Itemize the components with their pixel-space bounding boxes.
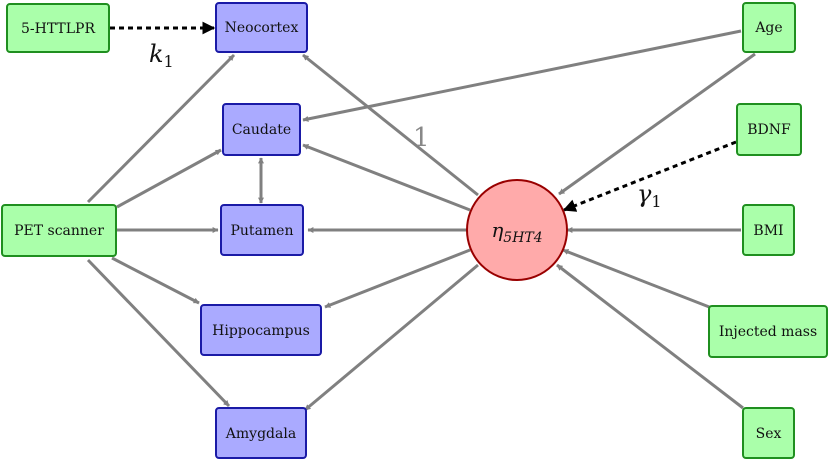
node-bdnf-label: BDNF: [747, 122, 791, 138]
node-age[interactable]: Age: [742, 2, 796, 53]
edge-age-caudate: [302, 29, 742, 122]
node-hippocampus[interactable]: Hippocampus: [200, 304, 322, 356]
node-5-httlpr[interactable]: 5-HTTLPR: [6, 3, 110, 53]
edge-label-one: 1: [413, 123, 430, 153]
node-bdnf[interactable]: BDNF: [736, 103, 802, 156]
edge-label-gamma1: γ1: [637, 180, 662, 211]
latent-label: η5HT4: [491, 218, 542, 246]
edge-age-latent: [558, 52, 756, 196]
edge-latent-caudate: [302, 143, 471, 212]
latent-subscript: 5HT4: [503, 230, 542, 246]
node-bmi-label: BMI: [753, 223, 783, 239]
node-putamen-label: Putamen: [231, 223, 294, 239]
edge-sex-latent: [556, 263, 744, 410]
edge-latent-hippocampus: [324, 248, 471, 309]
node-caudate[interactable]: Caudate: [222, 103, 301, 156]
node-5-httlpr-label: 5-HTTLPR: [21, 21, 95, 37]
node-neocortex[interactable]: Neocortex: [215, 2, 308, 53]
node-latent-eta[interactable]: η5HT4: [466, 179, 568, 281]
edge-label-gamma: γ: [637, 180, 652, 208]
node-sex[interactable]: Sex: [742, 407, 795, 459]
dashed-edges: [110, 21, 737, 212]
edge-pet-hippocampus: [111, 256, 200, 305]
node-neocortex-label: Neocortex: [225, 20, 299, 36]
latent-symbol: η: [491, 218, 503, 242]
node-injected-mass[interactable]: Injected mass: [708, 305, 828, 358]
node-bmi[interactable]: BMI: [742, 204, 795, 256]
edge-label-k1: k1: [149, 40, 174, 71]
edge-bdnf-latent: [562, 140, 737, 212]
node-age-label: Age: [754, 20, 782, 36]
node-putamen[interactable]: Putamen: [220, 204, 304, 256]
node-caudate-label: Caudate: [232, 122, 291, 138]
node-amygdala[interactable]: Amygdala: [215, 407, 307, 459]
edge-label-k-sub: 1: [164, 52, 174, 71]
node-pet-scanner-label: PET scanner: [14, 223, 104, 239]
edges: [86, 29, 756, 412]
edge-label-gamma-sub: 1: [651, 192, 661, 211]
node-sex-label: Sex: [756, 426, 782, 442]
edge-pet-amygdala: [86, 258, 231, 408]
edge-latent-neocortex: [302, 53, 479, 197]
node-amygdala-label: Amygdala: [225, 426, 296, 442]
node-pet-scanner[interactable]: PET scanner: [1, 204, 117, 257]
edge-label-k: k: [149, 40, 164, 68]
node-injected-mass-label: Injected mass: [719, 324, 817, 340]
node-hippocampus-label: Hippocampus: [212, 323, 310, 339]
edge-pet-caudate: [116, 148, 222, 209]
edge-pet-neocortex: [86, 53, 236, 204]
edge-latent-amygdala: [304, 263, 479, 412]
edge-injected-latent: [562, 248, 718, 312]
